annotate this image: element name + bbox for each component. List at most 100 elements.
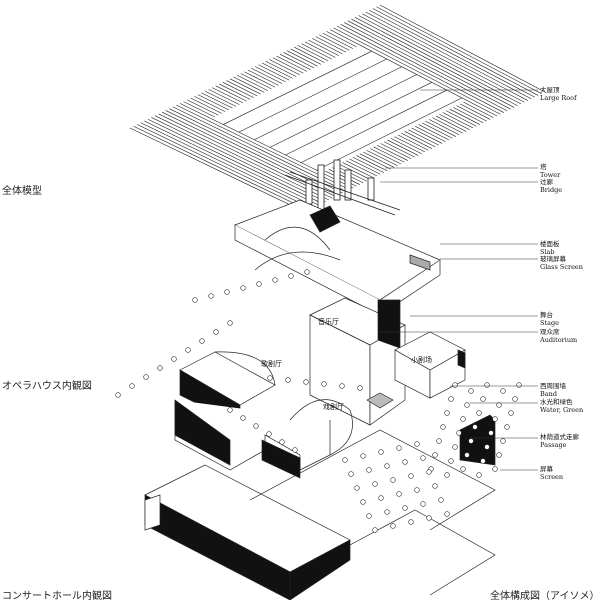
column-dot	[492, 466, 498, 472]
hatch-line	[390, 138, 422, 154]
hatch-line	[352, 157, 384, 173]
column-dot	[476, 410, 482, 416]
hatch-line	[459, 103, 491, 120]
title-whole-model: 全体模型	[2, 186, 42, 197]
hatch-line	[137, 124, 312, 209]
hatch-line	[244, 71, 276, 88]
hatch-line	[342, 162, 374, 178]
legend-zh: 观众席	[540, 328, 560, 336]
column-dot	[227, 320, 233, 326]
column-dot	[240, 285, 246, 291]
hatch-line	[229, 78, 261, 95]
hatch-line	[358, 15, 525, 103]
column-dot	[213, 329, 219, 335]
column-dot	[304, 269, 310, 275]
column-dot	[492, 416, 498, 422]
column-dot	[192, 297, 198, 303]
legend-zh: 塔	[540, 163, 547, 171]
legend-en: Bridge	[540, 186, 563, 194]
hatch-line	[369, 10, 535, 98]
hatch-line	[204, 90, 237, 107]
column-dot	[402, 459, 408, 465]
column-dot	[496, 452, 502, 458]
leader-lines	[380, 89, 538, 471]
legend-en: Screen	[540, 473, 564, 481]
column-dot	[426, 469, 432, 475]
column-dot	[360, 499, 366, 505]
hatch-line	[262, 62, 293, 79]
hatch-line	[183, 101, 215, 118]
column-dot	[452, 382, 458, 388]
column-dot	[432, 452, 438, 458]
column-dot	[512, 396, 518, 402]
hatch-line	[297, 45, 329, 62]
hatch-line	[197, 94, 230, 111]
hatch-line	[379, 4, 546, 93]
legend-en: Glass Screen	[540, 263, 583, 271]
hatch-line	[329, 29, 498, 117]
legend-zh: 屏幕	[540, 465, 553, 473]
hatch-line	[319, 34, 350, 51]
hatch-line	[279, 53, 311, 70]
hatch-line	[322, 32, 354, 49]
column-dot	[384, 509, 390, 515]
column-dot	[440, 424, 446, 430]
roof-beam	[285, 82, 433, 156]
column-dot	[253, 423, 259, 429]
hatch-line	[354, 17, 522, 105]
column-dot	[208, 293, 214, 299]
column-dots	[115, 269, 522, 533]
legend-en: Band	[540, 390, 557, 398]
column-dot	[303, 379, 309, 385]
hatch-line	[165, 110, 340, 196]
column-dot	[266, 431, 272, 437]
hatch-line	[414, 126, 446, 142]
column-dot	[468, 388, 474, 394]
hatch-line	[325, 170, 357, 187]
column-dot	[360, 453, 366, 459]
hatch-line	[373, 146, 405, 163]
hatch-line	[338, 163, 371, 180]
legend-en: Slab	[540, 248, 555, 256]
column-dot	[448, 396, 454, 402]
title-isometric: 全体構成図（アイソメ）	[490, 591, 600, 602]
hatch-line	[442, 112, 474, 129]
hatch-line	[328, 169, 360, 185]
legend-en: Passage	[540, 441, 567, 449]
hatch-line	[201, 92, 233, 109]
column-dot	[500, 438, 506, 444]
hatch-line	[326, 31, 357, 48]
legend-en: Tower	[540, 171, 561, 179]
hatch-line	[428, 119, 460, 136]
hatch-line	[425, 120, 456, 137]
roof-beam	[254, 66, 402, 141]
column-dot	[448, 458, 454, 464]
column-dot	[488, 430, 494, 436]
hatch-line	[333, 27, 501, 115]
column-dot	[438, 497, 444, 503]
column-dot	[464, 452, 470, 458]
column-dot	[279, 439, 285, 445]
hatch-line	[212, 87, 244, 104]
hatch-line	[258, 64, 290, 81]
hatch-line	[301, 43, 332, 60]
column-dot	[366, 513, 372, 519]
hatch-line	[144, 120, 319, 206]
column-dot	[408, 473, 414, 479]
column-dot	[408, 519, 414, 525]
column-dot	[267, 375, 273, 381]
legend-zh: 林荫道式走廊	[540, 433, 579, 441]
column-dot	[256, 281, 262, 287]
column-dot	[384, 463, 390, 469]
column-dot	[500, 388, 506, 394]
column-dot	[227, 407, 233, 413]
column-dot	[496, 402, 502, 408]
